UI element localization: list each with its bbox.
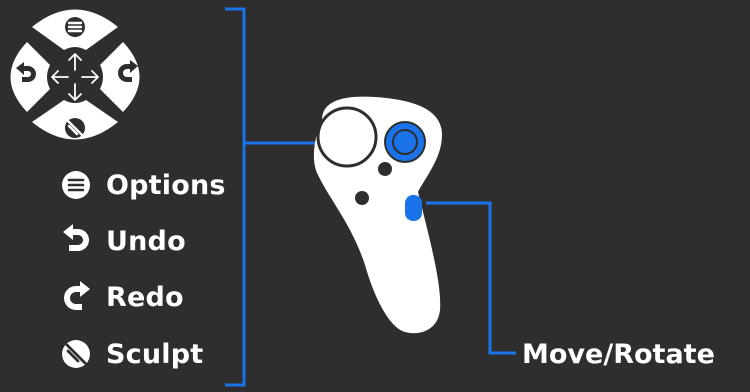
- button-a: [378, 162, 392, 176]
- options-icon-slot: [56, 168, 96, 202]
- callout-move-rotate: Move/Rotate: [522, 336, 715, 372]
- vr-controller: [314, 97, 442, 334]
- arrow-right-icon: [82, 71, 98, 83]
- arrow-up-icon: [69, 54, 81, 70]
- arrow-left-icon: [52, 71, 68, 83]
- dpad-arrows: [52, 54, 98, 100]
- callout-line: [426, 203, 516, 353]
- legend-label-options: Options: [106, 170, 226, 201]
- sculpt-icon-slot: [56, 337, 96, 371]
- legend-item-redo: Redo: [56, 279, 184, 315]
- legend-label-undo: Undo: [106, 226, 186, 257]
- legend-item-options: Options: [56, 167, 226, 203]
- thumbstick-center: [393, 130, 417, 154]
- button-b: [355, 191, 369, 205]
- redo-icon-slot: [56, 280, 96, 314]
- legend-label-sculpt: Sculpt: [106, 339, 203, 370]
- legend-label-redo: Redo: [106, 282, 184, 313]
- undo-icon-slot: [56, 224, 96, 258]
- legend-item-sculpt: Sculpt: [56, 336, 203, 372]
- arrow-down-icon: [69, 84, 81, 100]
- grip-button: [405, 195, 422, 221]
- dpad-cluster: [11, 10, 140, 140]
- legend-item-undo: Undo: [56, 223, 186, 259]
